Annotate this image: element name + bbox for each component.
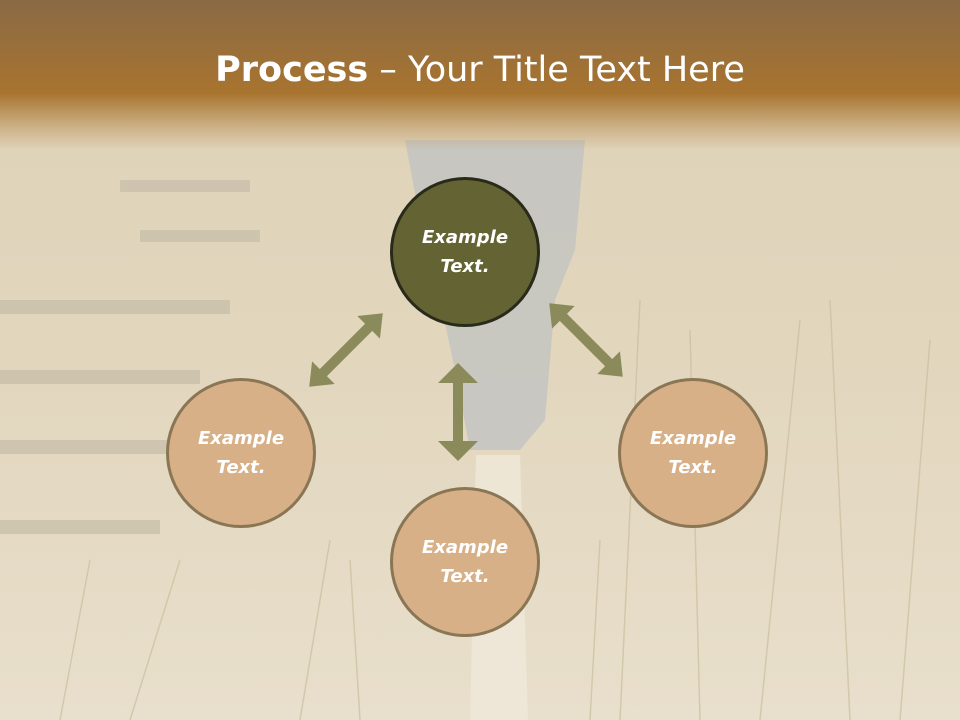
node-bottom[interactable]: Example Text. (390, 487, 540, 637)
arrow-left-top (309, 313, 383, 387)
title-bar (0, 0, 960, 150)
arrow-right-top (549, 303, 623, 377)
slide-title: Process – Your Title Text Here (0, 50, 960, 90)
title-bold: Process (215, 50, 369, 90)
node-right-label: Example Text. (649, 428, 737, 478)
title-rest: – Your Title Text Here (368, 50, 745, 90)
node-right[interactable]: Example Text. (618, 378, 768, 528)
node-top-label: Example Text. (421, 227, 509, 277)
node-bottom-label: Example Text. (421, 537, 509, 587)
arrow-vertical (438, 363, 478, 461)
node-left[interactable]: Example Text. (166, 378, 316, 528)
node-left-label: Example Text. (197, 428, 285, 478)
node-top[interactable]: Example Text. (390, 177, 540, 327)
